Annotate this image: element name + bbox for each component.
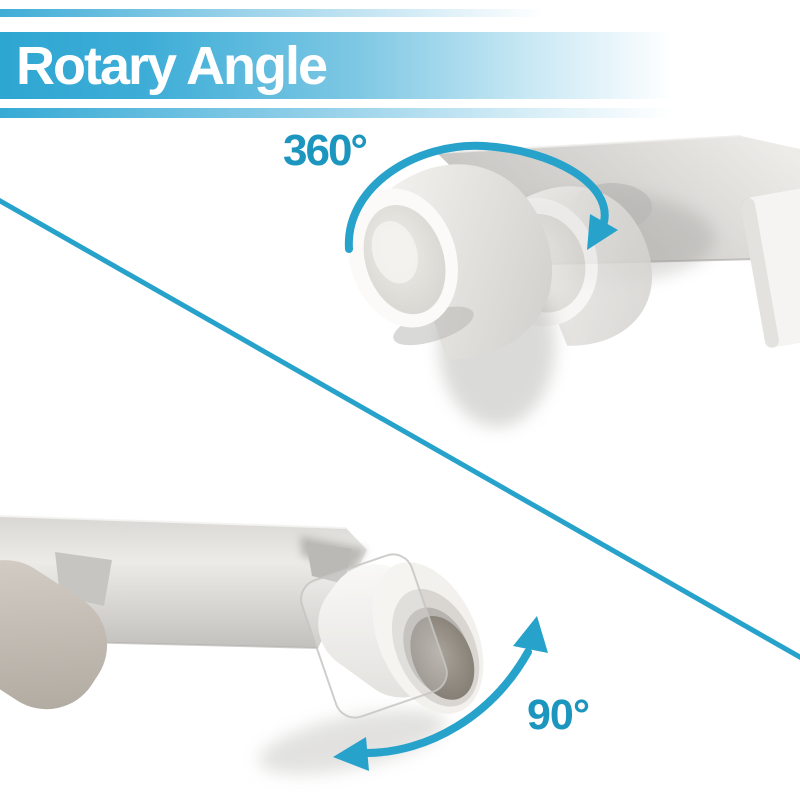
rotation-arc-arrow-icon [344,141,618,253]
tilt-arc-arrow-icon [333,616,548,771]
bar-edge-highlight [0,515,347,529]
banner-stripe-bottom [0,108,800,118]
spotlight-360-illustration [344,135,800,427]
spotlight-head-left [0,560,108,710]
page-title: Rotary Angle [16,35,328,96]
spotlight-head-partial [740,188,800,348]
tilt-angle-label: 90° [527,691,590,739]
title-banner: Rotary Angle [0,32,800,99]
spotlight-head-front [348,164,552,360]
rotation-angle-label: 360° [283,126,368,175]
tilt-ghost-outline [300,553,448,719]
tilt-head-stem [306,542,352,584]
spotlight-90-illustration [0,515,548,775]
tilt-head-shadow [258,709,446,775]
banner-stripe-top [0,9,800,17]
diagonal-divider-line [0,197,800,661]
